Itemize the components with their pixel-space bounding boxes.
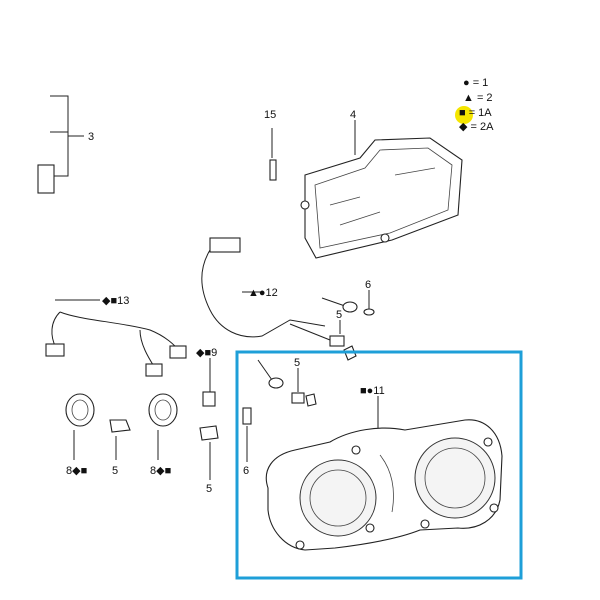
callout-12: ▲●12 xyxy=(248,287,278,299)
lower-socket-group: 8◆■ 5 8◆■ 5 xyxy=(65,393,219,495)
callout-3: 3 xyxy=(88,131,94,143)
upper-bulb-group: 6 5 xyxy=(289,279,375,361)
selection-box xyxy=(235,350,523,580)
callout-5-right: 5 xyxy=(206,483,212,495)
callout-15: 15 xyxy=(264,109,276,121)
part-4-housing: 4 xyxy=(300,109,463,259)
callout-5-upper: 5 xyxy=(336,309,342,321)
callout-13: ◆■13 xyxy=(102,295,129,307)
mid-bulb-group: 5 6 xyxy=(242,357,317,477)
callout-11: ■●11 xyxy=(360,385,385,397)
callout-4: 4 xyxy=(350,109,356,121)
legend-item-diamond: ◆ = 2A xyxy=(459,121,494,133)
callout-8-left: 8◆■ xyxy=(66,465,87,477)
part-11-headlamp: ■●11 xyxy=(265,385,503,551)
legend-highlight xyxy=(455,106,473,124)
legend-item-triangle: ▲ = 2 xyxy=(463,92,493,104)
legend-item-square: ■ = 1A xyxy=(459,107,492,119)
part-12-harness: ▲●12 xyxy=(201,237,326,338)
callout-6-lower: 6 xyxy=(243,465,249,477)
part-9-socket: ◆■9 xyxy=(196,347,217,407)
symbol-legend: ● = 1 ▲ = 2 ■ = 1A ◆ = 2A xyxy=(455,77,494,133)
part-3-assembly: 3 xyxy=(37,95,94,194)
callout-5-mid: 5 xyxy=(294,357,300,369)
part-15-screw: 15 xyxy=(264,109,277,181)
callout-5-left: 5 xyxy=(112,465,118,477)
part-13-harness: ◆■13 xyxy=(45,295,187,377)
callout-6-upper: 6 xyxy=(365,279,371,291)
legend-item-circle: ● = 1 xyxy=(463,77,488,89)
callout-9: ◆■9 xyxy=(196,347,217,359)
callout-8-right: 8◆■ xyxy=(150,465,171,477)
